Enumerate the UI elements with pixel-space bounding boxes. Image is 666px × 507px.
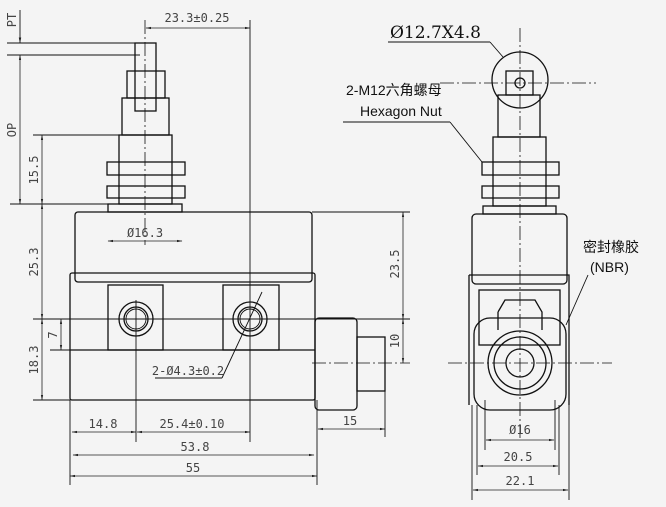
switch-head bbox=[74, 211, 313, 283]
op-label: OP bbox=[5, 123, 19, 137]
nut-label-en: Hexagon Nut bbox=[360, 103, 442, 119]
dim-20-5: 20.5 bbox=[504, 450, 533, 464]
seal-label-cn: 密封橡胶 bbox=[583, 239, 639, 255]
dim-14-8: 14.8 bbox=[89, 417, 118, 431]
dim-16: Ø16 bbox=[509, 423, 531, 437]
dim-25-3: 25.3 bbox=[27, 248, 41, 277]
dim-53-8: 53.8 bbox=[181, 440, 210, 454]
hex-nut bbox=[106, 185, 186, 199]
switch-body bbox=[69, 272, 316, 401]
dim-23-3: 23.3±0.25 bbox=[164, 11, 229, 25]
roller-dim: Ø12.7X4.8 bbox=[390, 23, 481, 43]
dim-15-5: 15.5 bbox=[27, 156, 41, 185]
hole-note: 2-Ø4.3±0.2 bbox=[152, 364, 224, 378]
side-view: Ø12.7X4.8 2-M12六角螺母 Hexagon Nut 密封橡胶 (NB… bbox=[343, 23, 639, 500]
hex-nut bbox=[481, 185, 560, 199]
plunger bbox=[134, 42, 157, 112]
pt-label: PT bbox=[5, 13, 19, 27]
dim-15: 15 bbox=[343, 414, 357, 428]
nut-label-cn: 2-M12六角螺母 bbox=[346, 82, 442, 98]
dim-23-5: 23.5 bbox=[388, 250, 402, 279]
side-boss bbox=[314, 317, 358, 411]
dim-16-3: Ø16.3 bbox=[127, 226, 163, 240]
hex-nut bbox=[106, 161, 186, 176]
dim-18-3: 18.3 bbox=[27, 346, 41, 375]
dim-10: 10 bbox=[388, 334, 402, 348]
dim-7: 7 bbox=[46, 331, 60, 338]
seal-label-en: (NBR) bbox=[590, 259, 629, 275]
hex-nut bbox=[481, 161, 560, 176]
dim-55: 55 bbox=[186, 461, 200, 475]
dim-22-1: 22.1 bbox=[506, 474, 535, 488]
front-view: PT OP 23.3±0.25 15.5 Ø16.3 25.3 18.3 7 2… bbox=[5, 10, 410, 485]
dim-25-4: 25.4±0.10 bbox=[159, 417, 224, 431]
